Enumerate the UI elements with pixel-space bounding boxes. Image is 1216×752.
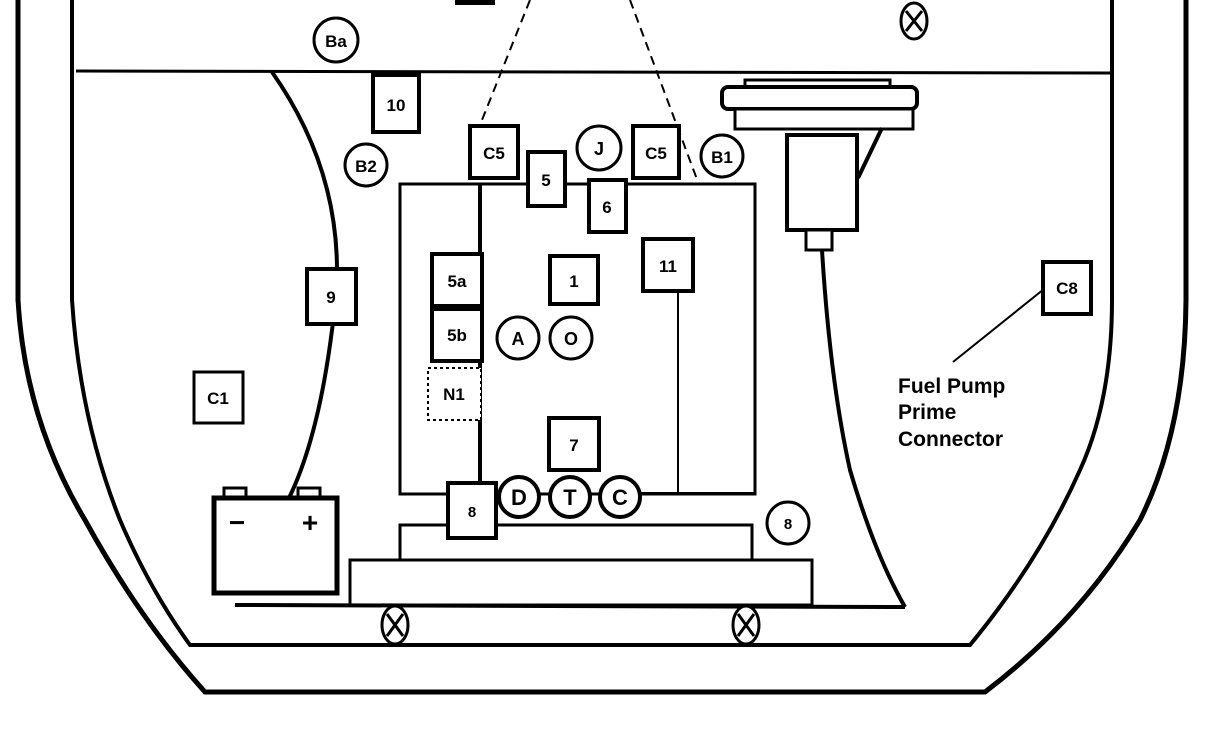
relay-6: 6 — [587, 178, 628, 234]
callout-line-2: Prime — [898, 401, 956, 424]
circle-c: C — [598, 475, 642, 519]
fuel-pump-strut — [856, 127, 884, 179]
svg-text:C: C — [612, 485, 628, 510]
lower-base-plate — [348, 558, 814, 607]
circle-a: A — [495, 315, 541, 361]
fuel-pump-nozzle — [804, 228, 834, 252]
svg-text:B1: B1 — [711, 148, 733, 167]
ground-b1: B1 — [699, 133, 745, 179]
svg-text:8: 8 — [784, 516, 792, 533]
battery: − + — [211, 486, 340, 596]
connector-c5-right: C5 — [631, 124, 681, 180]
relay-7: 7 — [547, 416, 601, 472]
svg-text:Ba: Ba — [325, 32, 347, 51]
svg-text:5b: 5b — [447, 326, 467, 345]
svg-text:7: 7 — [569, 436, 578, 455]
base-floor-line — [234, 603, 906, 609]
relay-1: 1 — [548, 254, 600, 306]
svg-text:C8: C8 — [1056, 279, 1078, 298]
callout-line-3: Connector — [898, 428, 1003, 451]
callout-line-1: Fuel Pump — [898, 375, 1005, 398]
battery-minus-label: − — [229, 507, 245, 538]
connector-c5-left: C5 — [468, 124, 520, 180]
relay-11: 11 — [641, 237, 695, 293]
fuel-pump-bracket — [733, 107, 915, 131]
battery-plus-label: + — [302, 507, 318, 538]
circle-j: J — [575, 124, 623, 172]
svg-text:C1: C1 — [207, 389, 229, 408]
callout-leader — [952, 288, 1045, 363]
svg-text:N1: N1 — [443, 385, 465, 404]
inner-body-outline — [70, 0, 1114, 647]
connector-c8: C8 — [1041, 260, 1093, 316]
svg-text:5: 5 — [541, 171, 550, 190]
top-partial-block — [455, 0, 495, 5]
fuel-pump-body — [785, 133, 859, 232]
circle-8: 8 — [765, 500, 811, 546]
svg-text:J: J — [594, 139, 604, 159]
dashed-leader-left — [479, 0, 531, 126]
svg-text:B2: B2 — [355, 157, 377, 176]
svg-text:A: A — [512, 329, 525, 349]
relay-n1: N1 — [427, 367, 482, 421]
circle-t: T — [548, 475, 592, 519]
relay-5: 5 — [526, 150, 567, 208]
relay-5a: 5a — [430, 252, 484, 308]
circle-o: O — [548, 315, 594, 361]
connector-c1: C1 — [192, 370, 245, 425]
svg-text:11: 11 — [659, 257, 677, 276]
ground-b2: B2 — [343, 142, 389, 188]
svg-text:8: 8 — [468, 504, 476, 521]
ground-stud-bottom-right-icon — [731, 604, 761, 646]
svg-text:D: D — [511, 485, 527, 510]
svg-text:10: 10 — [387, 96, 406, 115]
fuel-pump-flange — [720, 85, 919, 111]
relay-8: 8 — [446, 481, 498, 540]
ground-stud-top-right-icon — [899, 1, 929, 41]
ground-ba: Ba — [312, 16, 360, 64]
ground-stud-bottom-left-icon — [380, 604, 410, 646]
svg-text:O: O — [564, 329, 578, 349]
svg-text:C5: C5 — [645, 144, 667, 163]
relay-10: 10 — [371, 73, 421, 134]
dashed-leader-right — [629, 0, 699, 183]
svg-text:T: T — [563, 485, 577, 510]
relay-9: 9 — [305, 267, 358, 326]
svg-text:6: 6 — [602, 198, 611, 217]
relay-5b: 5b — [430, 307, 484, 363]
firewall-line — [75, 69, 1113, 75]
outer-body-outline — [15, 0, 1189, 695]
svg-text:C5: C5 — [483, 144, 505, 163]
harness-right-curve — [820, 249, 907, 608]
svg-text:9: 9 — [326, 288, 335, 307]
circle-d: D — [497, 475, 541, 519]
svg-text:1: 1 — [569, 272, 578, 291]
svg-text:5a: 5a — [448, 272, 467, 291]
